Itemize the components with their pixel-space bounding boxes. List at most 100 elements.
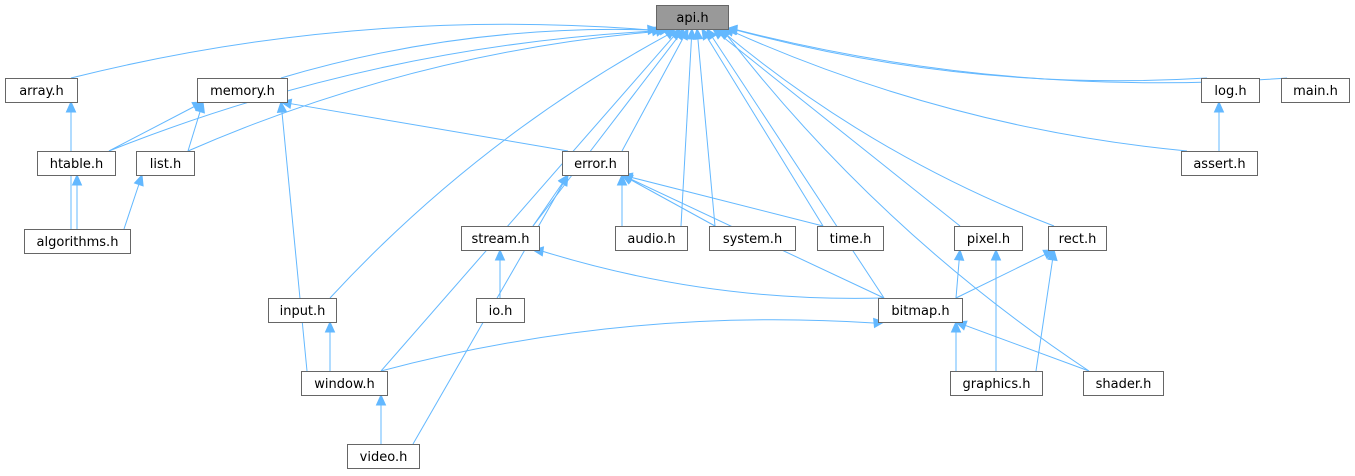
node-box-assert[interactable] bbox=[1181, 151, 1258, 176]
node-box-audio[interactable] bbox=[615, 226, 688, 251]
node-bitmap[interactable]: bitmap.h bbox=[878, 298, 963, 323]
arrowhead-system-to-api bbox=[692, 27, 704, 40]
arrowhead-bitmap-to-pixel bbox=[953, 248, 965, 261]
arrowhead-error-to-api bbox=[678, 27, 689, 41]
node-rect[interactable]: rect.h bbox=[1048, 226, 1107, 251]
node-box-htable[interactable] bbox=[37, 151, 116, 176]
edge-error-to-api bbox=[621, 37, 684, 152]
node-shader[interactable]: shader.h bbox=[1083, 371, 1164, 396]
node-pixel[interactable]: pixel.h bbox=[954, 226, 1023, 251]
arrowhead-window-to-memory bbox=[276, 100, 288, 113]
node-box-api[interactable] bbox=[656, 5, 729, 30]
node-error[interactable]: error.h bbox=[562, 151, 629, 176]
node-label-window: window.h bbox=[314, 377, 375, 392]
node-label-audio: audio.h bbox=[627, 232, 675, 247]
node-box-io[interactable] bbox=[476, 298, 525, 323]
node-stream[interactable]: stream.h bbox=[461, 226, 540, 251]
node-box-algorithms[interactable] bbox=[24, 229, 131, 254]
arrowhead-window-to-input bbox=[324, 320, 336, 333]
edge-window-to-bitmap bbox=[380, 319, 875, 372]
node-box-array[interactable] bbox=[5, 78, 78, 103]
node-label-bitmap: bitmap.h bbox=[891, 304, 949, 319]
node-graphics[interactable]: graphics.h bbox=[950, 371, 1043, 396]
node-input[interactable]: input.h bbox=[268, 298, 337, 323]
node-algorithms[interactable]: algorithms.h bbox=[24, 229, 131, 254]
node-box-bitmap[interactable] bbox=[878, 298, 963, 323]
arrowhead-audio-to-api bbox=[686, 27, 697, 40]
node-window[interactable]: window.h bbox=[301, 371, 388, 396]
node-label-array: array.h bbox=[19, 84, 64, 99]
node-label-algorithms: algorithms.h bbox=[37, 235, 119, 250]
edge-main-to-api bbox=[736, 29, 1288, 84]
node-label-io: io.h bbox=[489, 304, 513, 319]
node-label-main: main.h bbox=[1293, 84, 1338, 99]
node-box-main[interactable] bbox=[1281, 78, 1350, 103]
node-io[interactable]: io.h bbox=[476, 298, 525, 323]
arrowhead-algorithms-to-htable bbox=[71, 173, 83, 186]
node-assert[interactable]: assert.h bbox=[1181, 151, 1258, 176]
node-time[interactable]: time.h bbox=[817, 226, 884, 251]
arrowhead-algorithms-to-array bbox=[65, 100, 77, 113]
edge-memory-to-api bbox=[280, 28, 661, 79]
node-box-shader[interactable] bbox=[1083, 371, 1164, 396]
edge-htable-to-api bbox=[108, 30, 653, 152]
node-log[interactable]: log.h bbox=[1201, 78, 1260, 103]
edge-time-to-api bbox=[706, 37, 824, 227]
node-box-memory[interactable] bbox=[197, 78, 288, 103]
node-box-pixel[interactable] bbox=[954, 226, 1023, 251]
node-label-system: system.h bbox=[723, 232, 782, 247]
node-memory[interactable]: memory.h bbox=[197, 78, 288, 103]
node-label-htable: htable.h bbox=[50, 157, 104, 172]
node-array[interactable]: array.h bbox=[5, 78, 78, 103]
edge-stream-to-error bbox=[532, 182, 563, 227]
node-label-api: api.h bbox=[676, 11, 708, 26]
node-box-input[interactable] bbox=[268, 298, 337, 323]
node-label-list: list.h bbox=[150, 157, 181, 172]
node-box-stream[interactable] bbox=[461, 226, 540, 251]
node-label-time: time.h bbox=[830, 232, 872, 247]
edge-assert-to-api bbox=[732, 31, 1188, 152]
arrowhead-algorithms-to-list bbox=[133, 173, 144, 187]
node-box-system[interactable] bbox=[709, 226, 796, 251]
node-box-log[interactable] bbox=[1201, 78, 1260, 103]
edge-window-to-api bbox=[380, 36, 674, 372]
node-box-rect[interactable] bbox=[1048, 226, 1107, 251]
edge-rect-to-api bbox=[725, 33, 1055, 227]
edge-stream-to-api bbox=[532, 36, 679, 227]
edge-error-to-memory bbox=[290, 103, 569, 152]
edge-bitmap-to-pixel bbox=[955, 259, 960, 299]
node-box-graphics[interactable] bbox=[950, 371, 1043, 396]
node-system[interactable]: system.h bbox=[709, 226, 796, 251]
node-label-stream: stream.h bbox=[472, 232, 530, 247]
node-label-memory: memory.h bbox=[210, 84, 275, 99]
arrowhead-main-to-api bbox=[725, 24, 738, 36]
node-audio[interactable]: audio.h bbox=[615, 226, 688, 251]
node-htable[interactable]: htable.h bbox=[37, 151, 116, 176]
node-box-video[interactable] bbox=[347, 444, 420, 469]
node-api[interactable]: api.h bbox=[656, 5, 729, 30]
arrowhead-io-to-stream bbox=[494, 248, 506, 261]
arrowhead-graphics-to-bitmap bbox=[950, 320, 962, 333]
arrowhead-bitmap-to-api bbox=[706, 27, 718, 41]
edge-graphics-to-rect bbox=[1035, 259, 1054, 372]
edge-algorithms-to-list bbox=[123, 184, 140, 230]
node-main[interactable]: main.h bbox=[1281, 78, 1350, 103]
edge-audio-to-api bbox=[680, 38, 692, 227]
node-box-error[interactable] bbox=[562, 151, 629, 176]
edge-pixel-to-api bbox=[720, 34, 961, 227]
edge-bitmap-to-api bbox=[712, 37, 885, 299]
node-label-input: input.h bbox=[280, 304, 326, 319]
node-label-pixel: pixel.h bbox=[967, 232, 1010, 247]
node-box-time[interactable] bbox=[817, 226, 884, 251]
node-label-error: error.h bbox=[574, 157, 617, 172]
edge-list-to-memory bbox=[187, 111, 201, 152]
edge-shader-to-bitmap bbox=[965, 324, 1090, 372]
edge-log-to-api bbox=[735, 29, 1208, 82]
node-box-list[interactable] bbox=[136, 151, 195, 176]
edge-window-to-memory bbox=[281, 111, 308, 372]
node-list[interactable]: list.h bbox=[136, 151, 195, 176]
node-video[interactable]: video.h bbox=[347, 444, 420, 469]
arrowhead-audio-to-error bbox=[616, 173, 628, 186]
node-box-window[interactable] bbox=[301, 371, 388, 396]
